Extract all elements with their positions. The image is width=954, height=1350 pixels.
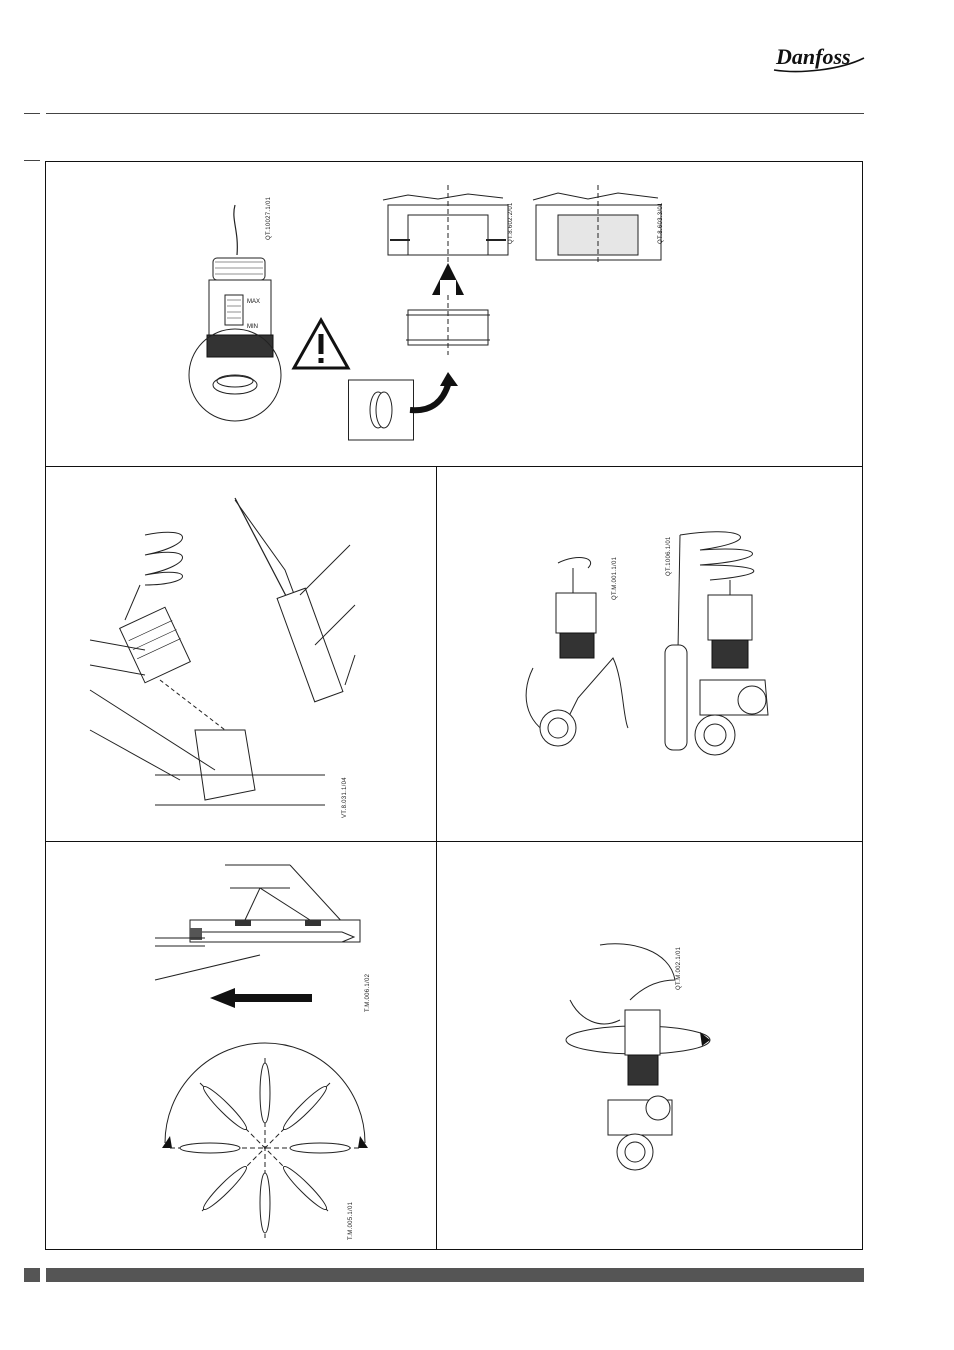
code-sensor-section: T.M.006.1/02 xyxy=(365,974,371,1012)
footer-bar xyxy=(46,1268,864,1282)
warning-icon xyxy=(292,318,350,370)
sensor-section-illustration xyxy=(150,860,370,1010)
panel-divider-top xyxy=(45,466,863,467)
insert-assembly-illustration xyxy=(378,185,518,355)
actuator-illustration: MAX MIN xyxy=(185,200,305,415)
svg-text:MIN: MIN xyxy=(247,324,258,330)
ring-removal-illustration xyxy=(348,370,463,442)
header-rule xyxy=(46,113,864,114)
svg-text:Danfoss: Danfoss xyxy=(775,44,851,69)
sensor-orientation-illustration xyxy=(160,1048,370,1248)
code-sensor-orientation: T.M.005.1/01 xyxy=(348,1202,354,1240)
code-mounting-overview: VT.8.031.1/04 xyxy=(342,777,348,818)
mounting-overview-illustration xyxy=(85,490,375,830)
tighten-actuator-illustration xyxy=(560,940,720,1170)
footer-page-box xyxy=(24,1268,40,1282)
insert-installed-illustration xyxy=(528,185,668,265)
panel-divider-middle xyxy=(45,841,863,842)
danfoss-logo: Danfoss xyxy=(770,40,866,76)
code-mount-complete: QT.1006.1/01 xyxy=(666,536,672,576)
side-tick xyxy=(24,160,40,161)
code-mount-hand: QT.M.001.1/01 xyxy=(612,557,618,600)
panel-divider-vertical xyxy=(436,466,437,1250)
code-insert-installed: QT.8.603.3/01 xyxy=(658,202,664,244)
header-rule-short xyxy=(24,113,40,114)
code-insert-top: QT.8.602.2/01 xyxy=(508,202,514,244)
code-tighten: QT.M.002.1/01 xyxy=(676,947,682,990)
complete-assembly-illustration xyxy=(660,520,790,760)
svg-text:MAX: MAX xyxy=(247,299,260,305)
code-actuator: QT.10027.1/01 xyxy=(266,197,272,240)
